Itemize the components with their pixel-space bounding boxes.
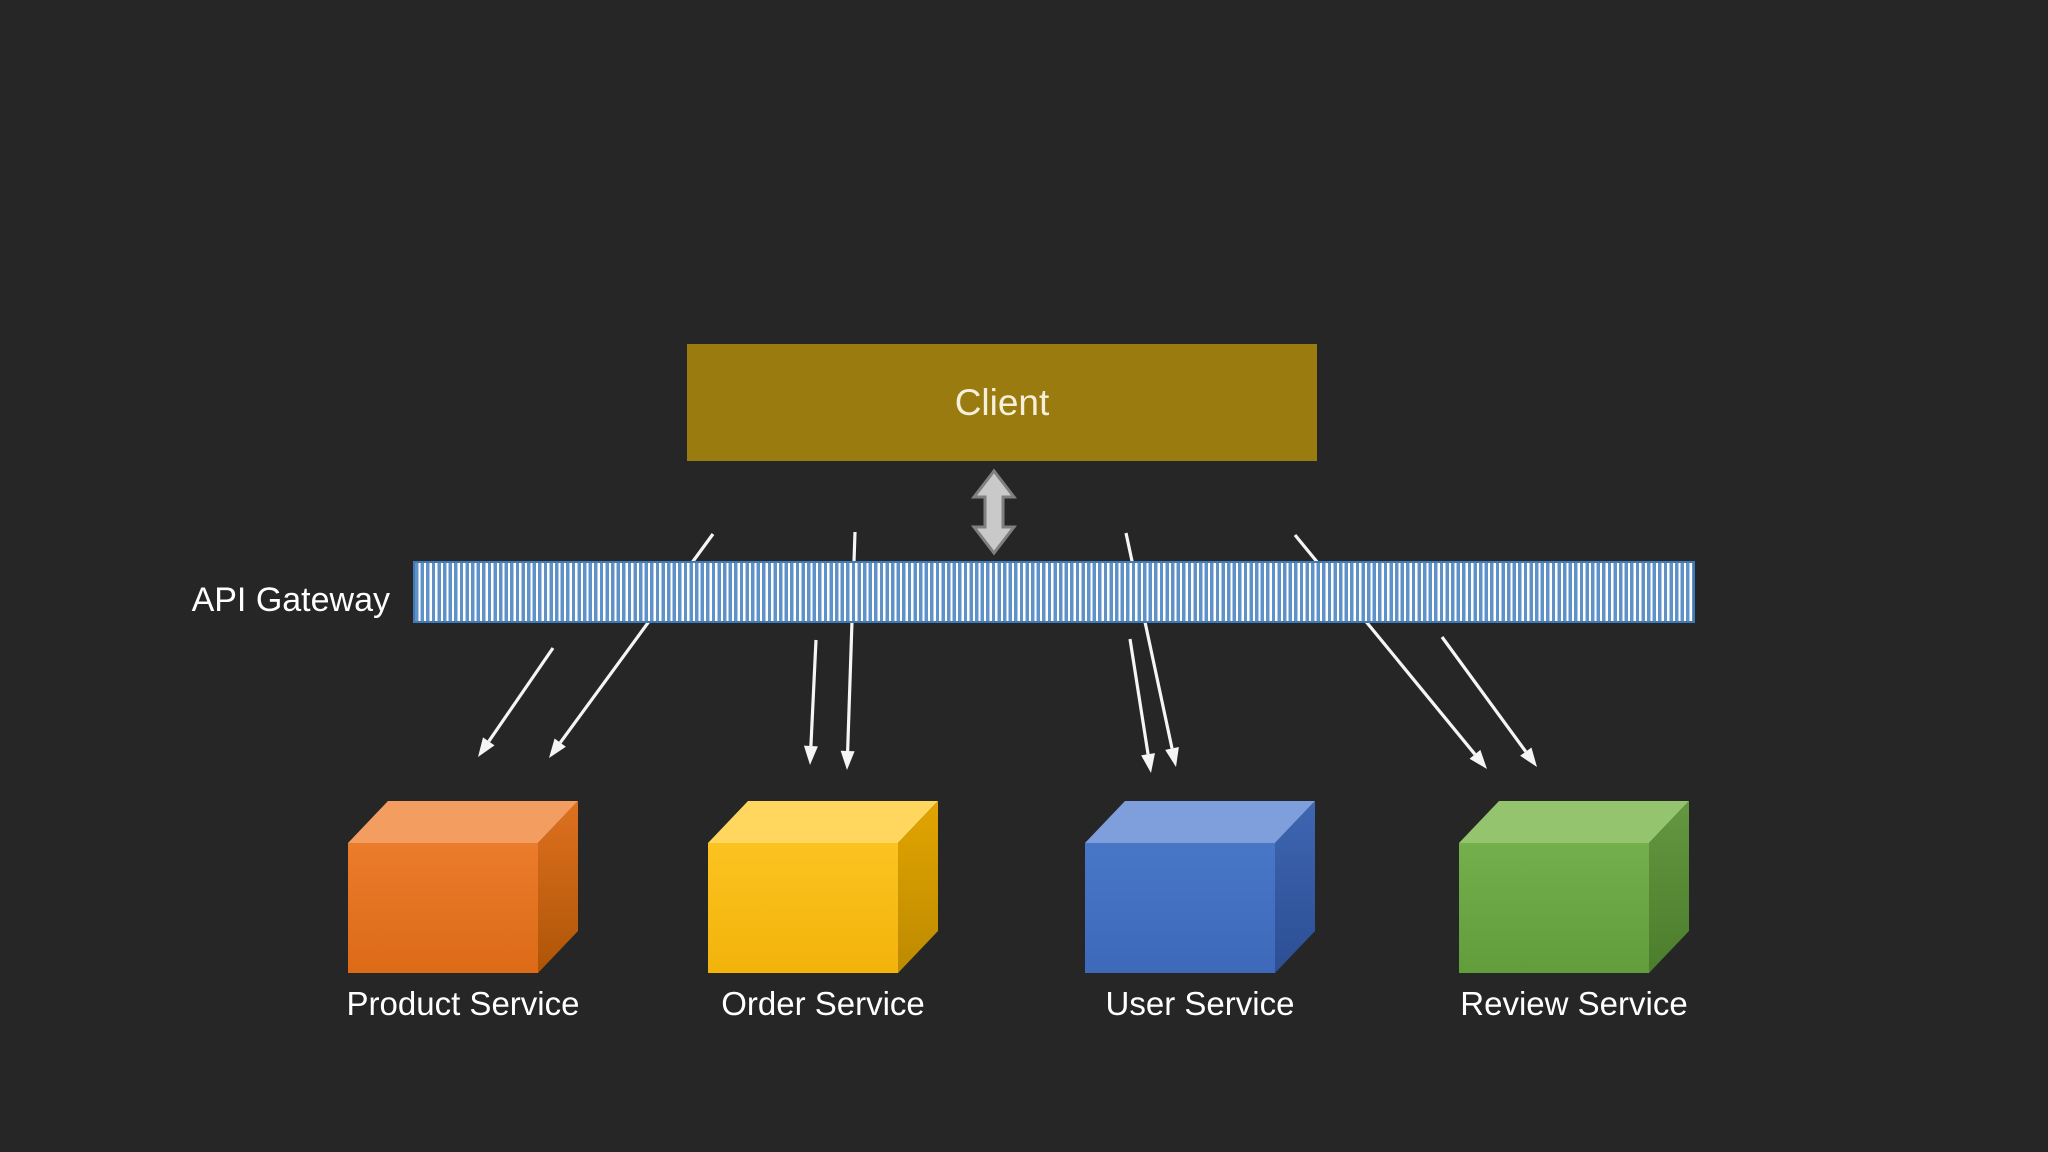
cube-top-face (708, 801, 938, 843)
service-label: Product Service (346, 985, 580, 1022)
service-node-review: Review Service (1459, 801, 1689, 1061)
service-label: User Service (1105, 985, 1295, 1022)
cube-icon (708, 801, 938, 973)
service-node-user: User Service (1085, 801, 1315, 1061)
cube-icon (348, 801, 578, 973)
service-node-product: Product Service (347, 801, 579, 1061)
service-label: Review Service (1460, 985, 1688, 1022)
request-arrow (478, 647, 555, 757)
service-node-order: Order Service (708, 801, 938, 1061)
cube-top-face (1459, 801, 1689, 843)
service-label: Order Service (721, 985, 925, 1022)
request-arrow (1440, 636, 1537, 767)
cube-front-face (348, 843, 538, 973)
api-gateway-label: API Gateway (191, 581, 390, 619)
cube-front-face (708, 843, 898, 973)
double-arrow-icon (970, 468, 1018, 556)
client-label: Client (954, 381, 1050, 423)
cube-icon (1459, 801, 1689, 973)
request-arrow (803, 639, 818, 765)
cube-top-face (348, 801, 578, 843)
cube-front-face (1085, 843, 1275, 973)
api-gateway-bar (413, 561, 1695, 623)
cube-front-face (1459, 843, 1649, 973)
client-node: Client (687, 344, 1317, 461)
cube-icon (1085, 801, 1315, 973)
cube-top-face (1085, 801, 1315, 843)
request-arrow (1128, 638, 1155, 773)
